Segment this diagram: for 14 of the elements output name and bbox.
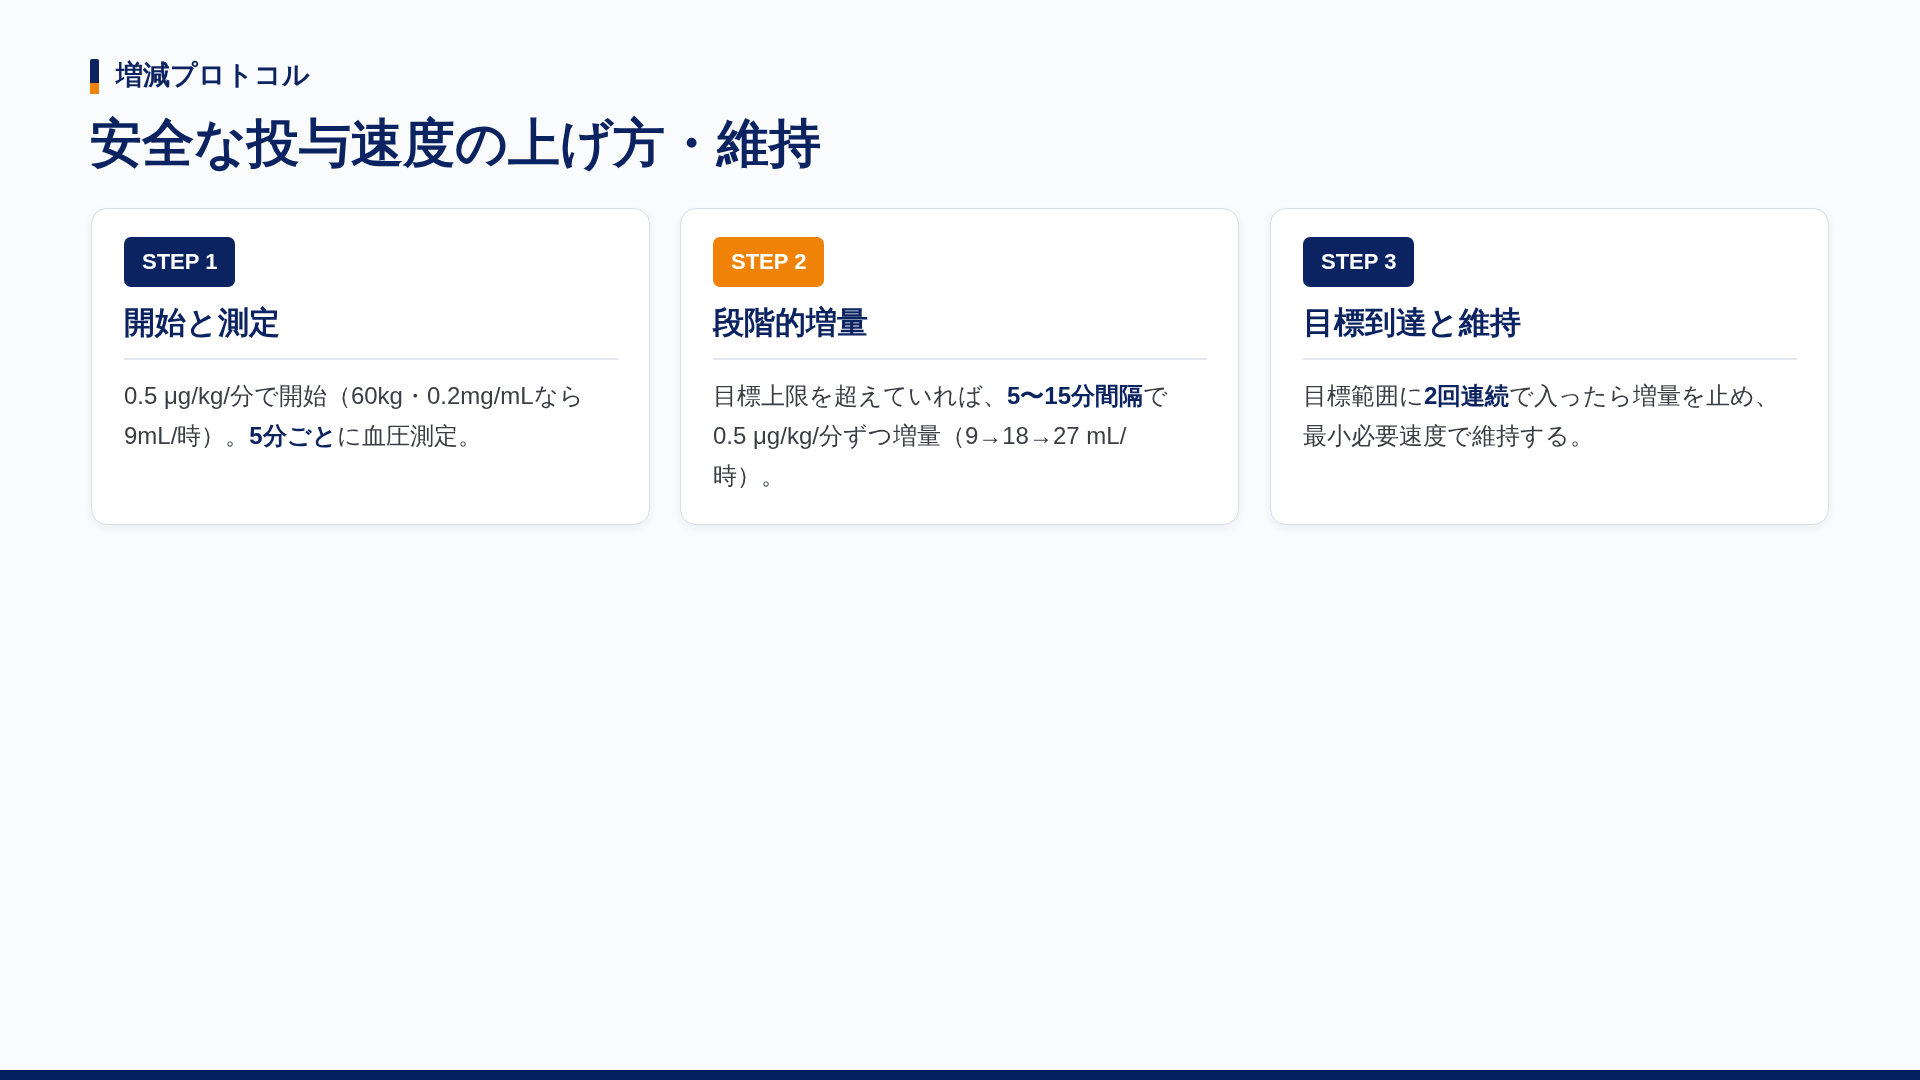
- card-body-text: 目標上限を超えていれば、5〜15分間隔で0.5 μg/kg/分ずつ増量（9→18→27 mL/時）。: [713, 381, 1170, 491]
- card-heading: 開始と測定: [124, 304, 280, 342]
- step-tag: STEP 3: [1303, 237, 1415, 287]
- section-eyebrow: 増減プロトコル: [116, 59, 310, 92]
- step-tag: STEP 1: [124, 237, 236, 287]
- card-body-text: 0.5 μg/kg/分で開始（60kg・0.2mg/mLなら9mL/時）。5分ごとに血圧測定。: [124, 381, 585, 451]
- step-card: [680, 208, 1239, 525]
- step-card: [1270, 208, 1829, 525]
- step-tag: STEP 2: [713, 237, 825, 287]
- step-card: [91, 208, 650, 525]
- card-body-text: 目標範囲に2回連続で入ったら増量を止め、最小必要速度で維持する。: [1303, 381, 1781, 451]
- page-title: 安全な投与速度の上げ方・維持: [90, 113, 821, 174]
- card-heading: 段階的増量: [713, 304, 868, 342]
- card-heading: 目標到達と維持: [1303, 304, 1521, 342]
